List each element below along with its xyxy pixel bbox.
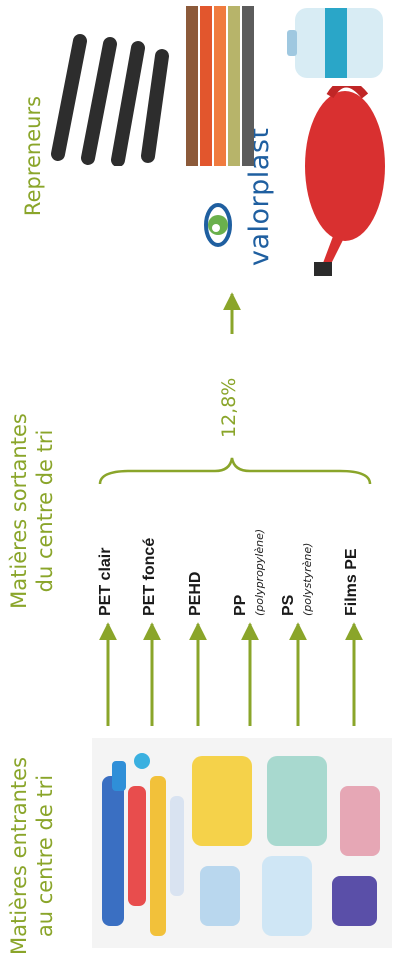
colored-bags-photo — [186, 6, 254, 166]
material-label-pet-clair: PET clair — [97, 547, 114, 616]
valorplast-logo-icon — [204, 203, 232, 247]
material-label-pet-fonce: PET foncé — [141, 537, 158, 616]
watering-can-photo — [305, 86, 385, 276]
material-note-ps: (polystyrène) — [301, 542, 314, 616]
grouping-brace — [98, 457, 372, 485]
bottles-photo — [287, 8, 383, 78]
material-label-pp: PP — [232, 594, 249, 616]
material-label-ps: PS — [280, 594, 297, 616]
material-note-pp: (polypropylène) — [253, 528, 266, 616]
material-label-pehd: PEHD — [187, 571, 204, 616]
plastic-waste-photo — [92, 738, 392, 948]
material-label-films-pe: Films PE — [343, 548, 360, 616]
percentage-value: 12,8% — [218, 377, 240, 438]
plastic-tubes-photo — [51, 34, 169, 166]
